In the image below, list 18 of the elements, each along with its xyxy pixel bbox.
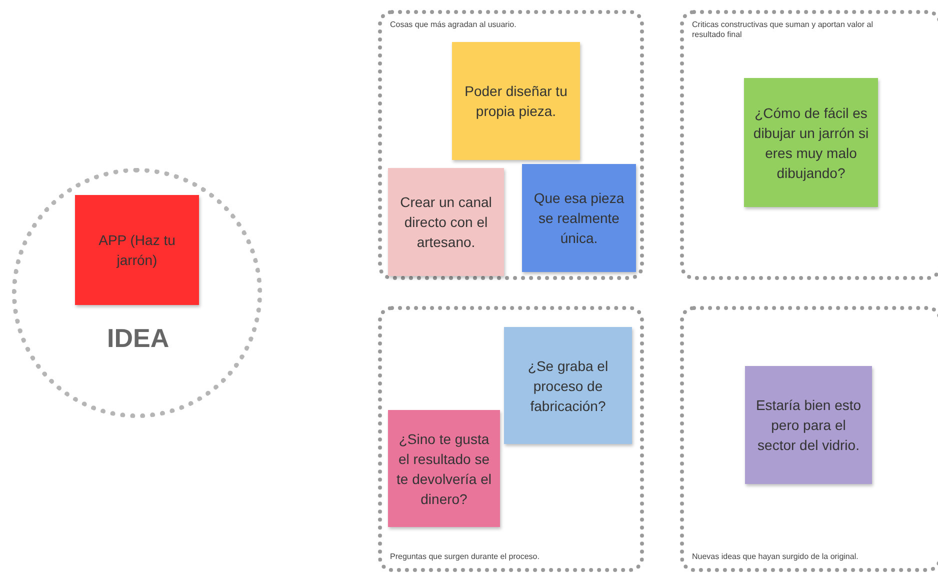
section-caption: Preguntas que surgen durante el proceso. bbox=[390, 552, 540, 562]
sticky-note: Poder diseñar tu propia pieza. bbox=[452, 42, 580, 160]
section-caption: Criticas constructivas que suman y aportan valor al resultado final bbox=[692, 20, 874, 40]
idea-circle bbox=[12, 168, 262, 418]
sticky-note: Que esa pieza se realmente única. bbox=[522, 164, 636, 272]
sticky-note: APP (Haz tu jarrón) bbox=[75, 195, 199, 305]
sticky-note: ¿Se graba el proceso de fabricación? bbox=[504, 327, 632, 444]
sticky-note: ¿Sino te gusta el resultado se te devolvería el dinero? bbox=[388, 410, 500, 527]
section-caption: Nuevas ideas que hayan surgido de la original. bbox=[692, 552, 860, 562]
sticky-note: Crear un canal directo con el artesano. bbox=[388, 168, 504, 276]
sticky-note: ¿Cómo de fácil es dibujar un jarrón si eres muy malo dibujando? bbox=[744, 78, 878, 207]
section-panel bbox=[680, 10, 938, 280]
idea-title: IDEA bbox=[107, 323, 170, 354]
section-panel bbox=[378, 10, 644, 280]
section-caption: Cosas que más agradan al usuario. bbox=[390, 20, 518, 30]
sticky-note: Estaría bien esto pero para el sector del vidrio. bbox=[745, 366, 872, 484]
section-panel bbox=[378, 306, 644, 572]
section-panel bbox=[680, 306, 938, 572]
